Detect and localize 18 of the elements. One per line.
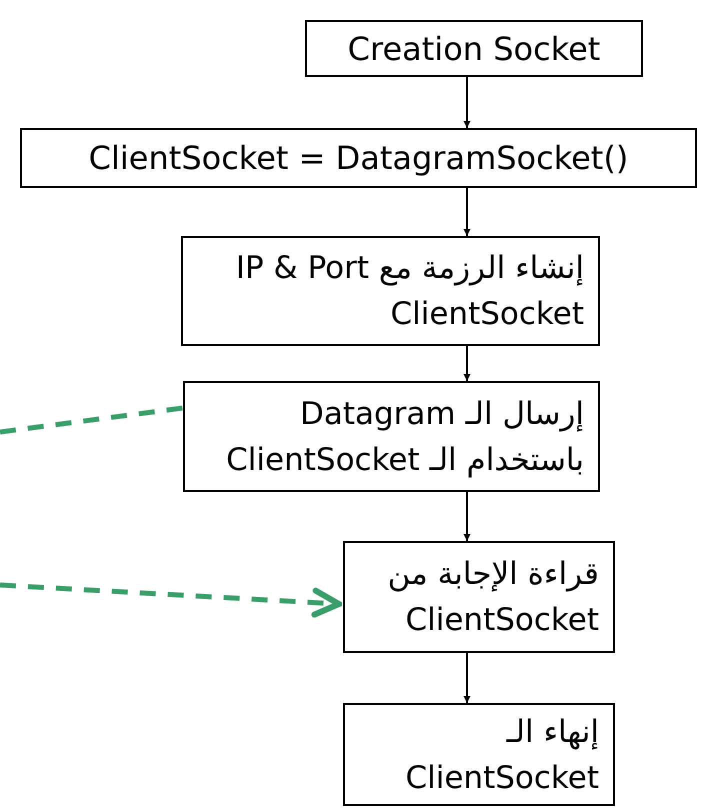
arrow	[464, 77, 470, 128]
process-box	[343, 703, 615, 806]
box-text: إنهاء الـ ClientSocket	[404, 712, 599, 798]
process-box	[181, 236, 600, 346]
box-text: ClientSocket = DatagramSocket()	[88, 138, 630, 178]
arrow	[464, 492, 470, 541]
arrow	[464, 188, 470, 236]
box-text: إرسال الـ Datagram باستخدام الـ ClientSocket	[225, 394, 584, 480]
arrow	[464, 653, 470, 703]
box-text: إنشاء الرزمة مع IP & Port ClientSocket	[234, 249, 584, 334]
arrow	[464, 346, 470, 381]
process-box	[343, 541, 615, 653]
box-text: قراءة الإجابة من ClientSocket	[386, 555, 599, 640]
dashed-arrow	[0, 582, 342, 618]
process-box	[305, 20, 643, 77]
process-box	[183, 381, 600, 492]
process-box	[20, 128, 697, 188]
box-text: Creation Socket	[346, 28, 602, 68]
